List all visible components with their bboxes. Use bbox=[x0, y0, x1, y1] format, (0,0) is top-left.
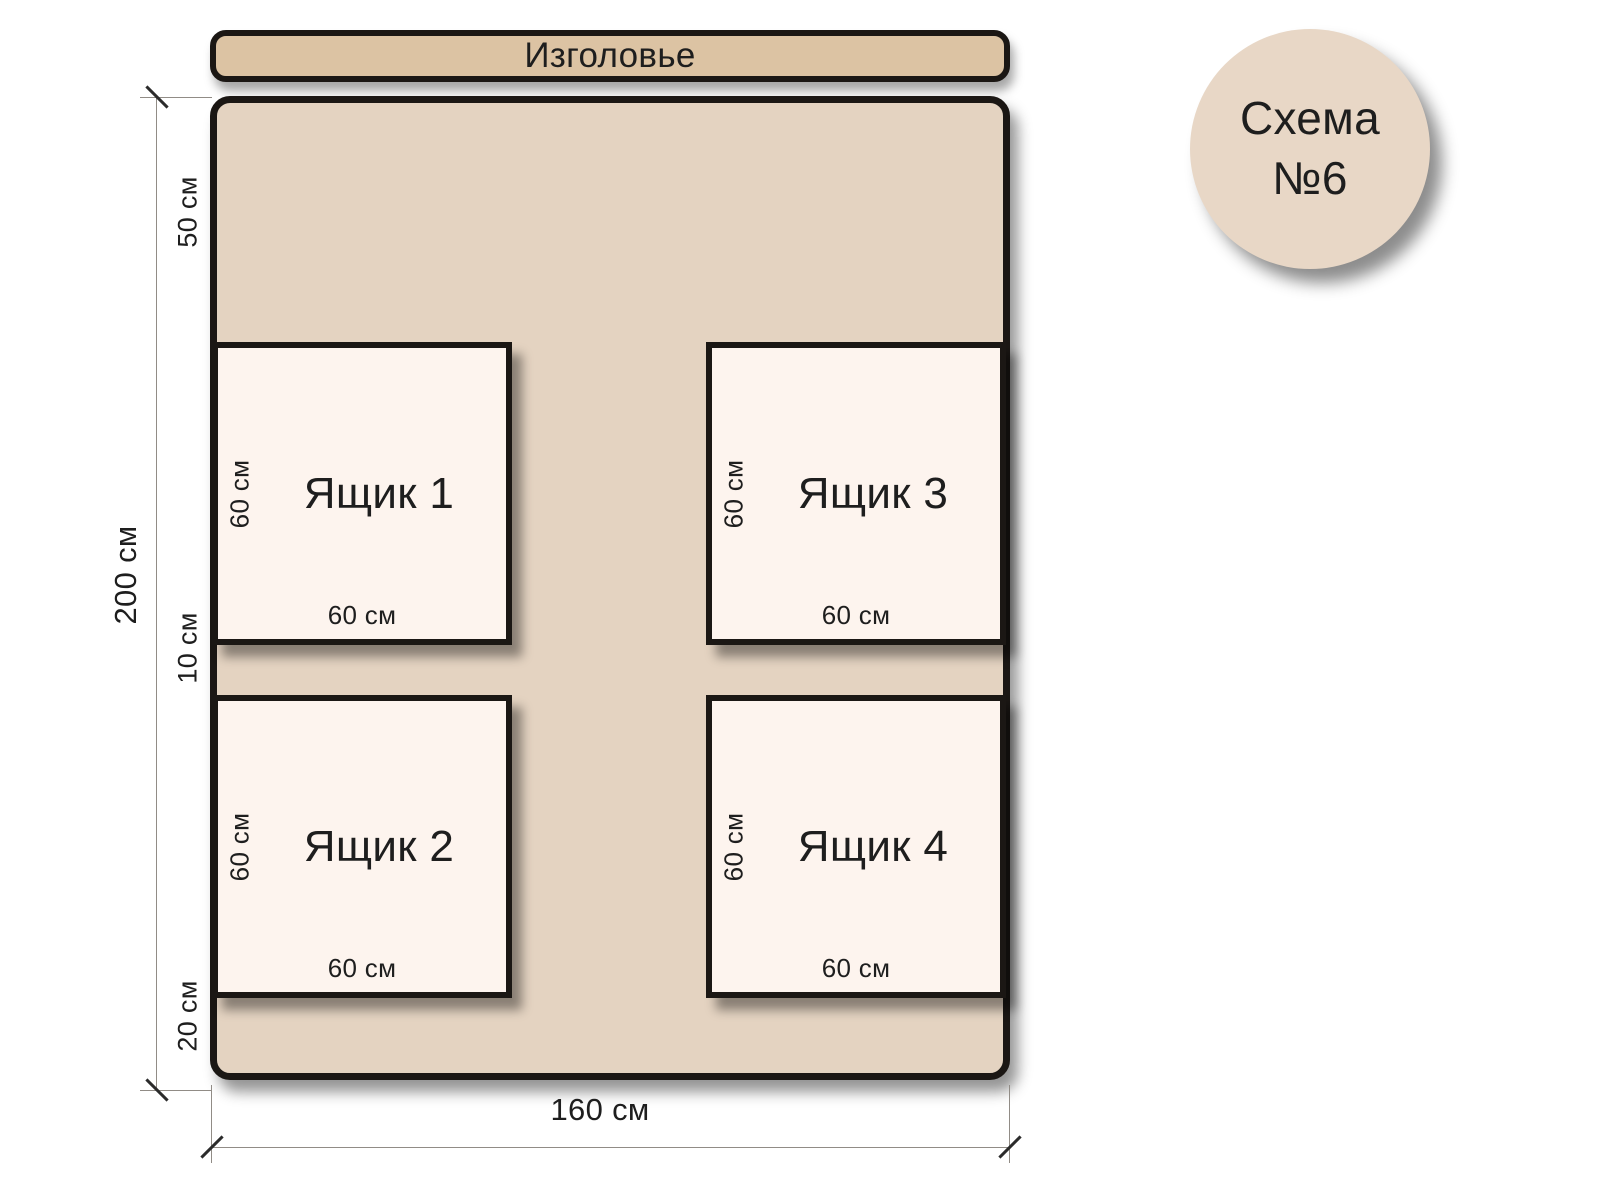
drawer-4: 60 см Ящик 4 60 см bbox=[706, 695, 1006, 998]
total-width-label: 160 см bbox=[550, 1092, 650, 1127]
drawer-2: 60 см Ящик 2 60 см bbox=[212, 695, 512, 998]
drawer-1-name: Ящик 1 bbox=[303, 468, 455, 518]
height-dimension-line bbox=[156, 97, 157, 1091]
drawer-3-height-label: 60 см bbox=[718, 459, 749, 528]
headboard: Изголовье bbox=[210, 30, 1010, 82]
drawer-2-name: Ящик 2 bbox=[303, 821, 455, 871]
drawer-1-height-label: 60 см bbox=[224, 459, 255, 528]
drawer-1: 60 см Ящик 1 60 см bbox=[212, 342, 512, 645]
drawer-1-width-label: 60 см bbox=[327, 600, 397, 630]
headboard-label: Изголовье bbox=[524, 36, 696, 75]
scheme-badge-number: №6 bbox=[1272, 152, 1348, 204]
scheme-badge-title: Схема bbox=[1239, 92, 1381, 145]
middle-gap-label: 10 см bbox=[172, 612, 203, 684]
width-extension-line-left bbox=[211, 1085, 212, 1163]
total-height-label: 200 см bbox=[108, 525, 143, 625]
width-dimension-line bbox=[212, 1147, 1010, 1148]
top-gap-label: 50 см bbox=[172, 176, 203, 248]
drawer-2-height-label: 60 см bbox=[224, 812, 255, 881]
drawer-4-name: Ящик 4 bbox=[797, 821, 949, 871]
bottom-gap-label: 20 см bbox=[172, 980, 203, 1052]
drawer-3-width-label: 60 см bbox=[821, 600, 891, 630]
height-extension-line-bottom bbox=[140, 1090, 212, 1091]
height-extension-line-top bbox=[140, 97, 212, 98]
width-extension-line-right bbox=[1009, 1085, 1010, 1163]
drawer-3-name: Ящик 3 bbox=[797, 468, 949, 518]
drawer-2-width-label: 60 см bbox=[327, 953, 397, 983]
drawer-4-height-label: 60 см bbox=[718, 812, 749, 881]
drawer-4-width-label: 60 см bbox=[821, 953, 891, 983]
drawer-3: 60 см Ящик 3 60 см bbox=[706, 342, 1006, 645]
scheme-badge: Схема №6 bbox=[1190, 29, 1430, 269]
